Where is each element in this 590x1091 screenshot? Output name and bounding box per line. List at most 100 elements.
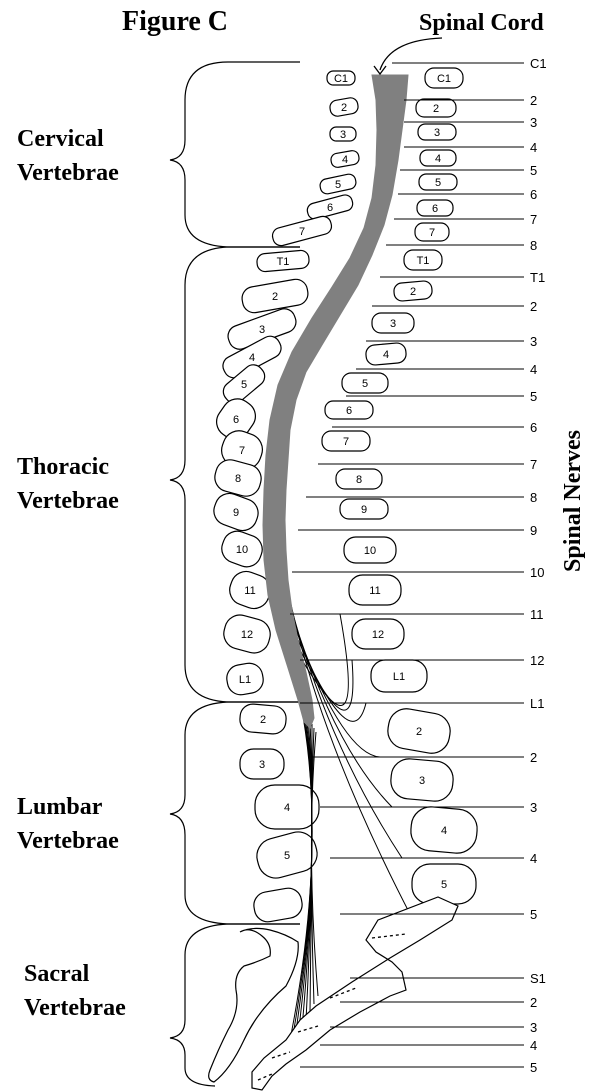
nerve-label-30: 5 (530, 1060, 537, 1075)
right-vertebra-13: 6 (325, 401, 373, 419)
left-vertebra-22-label: 3 (259, 759, 265, 771)
nerve-label-11: 3 (530, 334, 537, 349)
right-vertebra-18: 11 (349, 575, 401, 605)
right-vertebra-21-label: 2 (416, 726, 422, 738)
right-vertebra-11-label: 4 (383, 349, 389, 361)
right-vertebra-21: 2 (385, 706, 453, 756)
left-vertebra-20-label: L1 (239, 674, 251, 686)
right-vertebra-8: T1 (404, 250, 442, 270)
left-vertebra-24-label: 5 (284, 850, 290, 862)
right-vertebra-4: 4 (420, 150, 456, 166)
right-vertebra-9-label: 2 (410, 286, 416, 298)
left-vertebra-1: C1 (327, 71, 355, 85)
left-vertebra-23-label: 4 (284, 802, 290, 814)
left-vertebra-5: 5 (319, 173, 357, 195)
right-vertebra-24-label: 5 (441, 879, 447, 891)
nerve-label-5: 5 (530, 163, 537, 178)
right-vertebra-10: 3 (372, 313, 414, 333)
nerve-label-24: 4 (530, 851, 537, 866)
left-vertebra-9: 2 (240, 277, 310, 314)
left-vertebra-7: 7 (271, 215, 334, 248)
nerve-label-9: T1 (530, 270, 545, 285)
nerve-label-18: 10 (530, 565, 544, 580)
left-vertebra-23: 4 (255, 785, 319, 829)
right-vertebra-16-label: 9 (361, 504, 367, 516)
right-vertebra-6: 6 (417, 200, 453, 216)
left-vertebra-1-label: C1 (334, 73, 348, 85)
left-vertebra-5-label: 5 (335, 179, 341, 191)
right-vertebra-6-label: 6 (432, 203, 438, 215)
left-vertebra-17: 10 (218, 527, 267, 571)
right-vertebra-22-label: 3 (419, 775, 425, 787)
left-vertebra-9-label: 2 (272, 291, 278, 303)
right-vertebra-20-label: L1 (393, 671, 405, 683)
left-vertebra-10-label: 3 (259, 324, 265, 336)
nerve-label-14: 6 (530, 420, 537, 435)
right-vertebra-17-label: 10 (364, 545, 376, 557)
right-vertebra-17: 10 (344, 537, 396, 563)
right-vertebra-19: 12 (352, 619, 404, 649)
right-vertebra-1: C1 (425, 68, 463, 88)
left-vertebra-11-label: 4 (249, 352, 255, 364)
left-vertebra-22: 3 (240, 749, 284, 779)
right-vertebra-23-label: 4 (441, 825, 447, 837)
nerve-label-20: 12 (530, 653, 544, 668)
right-vertebra-4-label: 4 (435, 153, 441, 165)
right-vertebra-5: 5 (419, 174, 457, 190)
right-vertebra-1-label: C1 (437, 73, 451, 85)
right-vertebra-3-label: 3 (434, 127, 440, 139)
left-vertebra-21-label: 2 (260, 714, 266, 726)
nerve-label-12: 4 (530, 362, 537, 377)
right-vertebra-14: 7 (322, 431, 370, 451)
right-vertebra-5-label: 5 (435, 177, 441, 189)
left-vertebra-20: L1 (225, 661, 266, 697)
nerve-label-29: 4 (530, 1038, 537, 1053)
right-vertebra-3: 3 (418, 124, 456, 140)
right-vertebra-2-label: 2 (433, 103, 439, 115)
left-vertebra-25 (252, 886, 304, 924)
left-vertebra-19: 12 (220, 612, 273, 657)
right-vertebra-20: L1 (371, 660, 427, 692)
right-vertebra-22: 3 (389, 757, 454, 802)
left-vertebra-15-label: 8 (235, 473, 241, 485)
nerve-label-17: 9 (530, 523, 537, 538)
right-vertebra-14-label: 7 (343, 436, 349, 448)
left-vertebra-3: 3 (330, 127, 356, 141)
right-vertebra-18-label: 11 (369, 585, 380, 597)
right-vertebra-15: 8 (336, 469, 382, 489)
right-vertebra-12: 5 (342, 373, 388, 393)
left-vertebra-7-label: 7 (299, 226, 305, 238)
right-vertebra-19-label: 12 (372, 629, 384, 641)
right-vertebra-11: 4 (365, 342, 407, 365)
right-vertebra-7: 7 (415, 223, 449, 241)
left-vertebra-18-label: 11 (244, 585, 255, 597)
left-vertebra-19-label: 12 (241, 629, 253, 641)
left-vertebra-25-body (252, 886, 304, 924)
nerve-label-23: 3 (530, 800, 537, 815)
right-vertebra-9: 2 (393, 280, 432, 301)
nerve-label-7: 7 (530, 212, 537, 227)
right-vertebra-12-label: 5 (362, 378, 368, 390)
right-vertebra-10-label: 3 (390, 318, 396, 330)
left-vertebra-6: 6 (306, 193, 355, 220)
left-vertebra-4-label: 4 (342, 154, 348, 166)
left-vertebra-8: T1 (256, 250, 309, 272)
left-vertebra-17-label: 10 (236, 544, 248, 556)
left-vertebra-13-label: 6 (233, 414, 239, 426)
right-vertebra-15-label: 8 (356, 474, 362, 486)
nerve-label-21: L1 (530, 696, 544, 711)
left-vertebra-2-label: 2 (341, 102, 347, 114)
left-vertebra-21: 2 (239, 703, 287, 735)
left-vertebra-16: 9 (210, 489, 262, 534)
nerve-label-13: 5 (530, 389, 537, 404)
right-vertebra-2: 2 (416, 99, 456, 117)
nerve-label-6: 6 (530, 187, 537, 202)
right-vertebra-8-label: T1 (417, 255, 430, 267)
right-vertebra-13-label: 6 (346, 405, 352, 417)
nerve-label-27: 2 (530, 995, 537, 1010)
nerve-label-4: 4 (530, 140, 537, 155)
sacrum (209, 897, 458, 1090)
